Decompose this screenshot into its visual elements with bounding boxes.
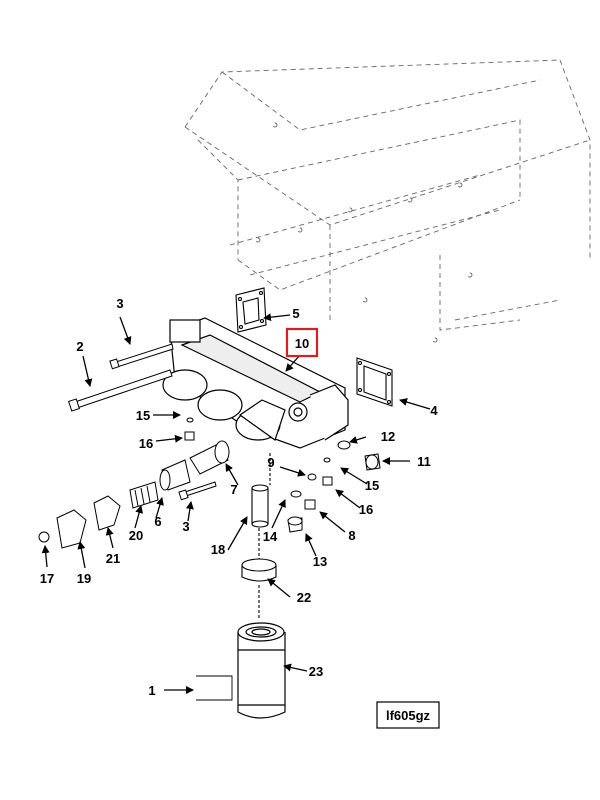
- callout-2: 2: [76, 339, 83, 354]
- callout-1: 1: [148, 683, 155, 698]
- fittings-left: [38, 417, 230, 549]
- callout-13: 13: [313, 554, 327, 569]
- callout-labels: 3 2 15 16 5 4 12 11 9 15 16 8 13 14 7 6 …: [40, 296, 439, 698]
- seal-ring-19: [241, 528, 277, 618]
- callout-11: 11: [417, 454, 431, 469]
- label-tag-1: [196, 675, 233, 701]
- callout-6: 6: [154, 514, 161, 529]
- callout-23: 23: [309, 664, 323, 679]
- callout-10: 10: [295, 336, 309, 351]
- bolts-2-3: [68, 343, 217, 501]
- gasket-4: [356, 357, 393, 407]
- fittings-right: [287, 440, 381, 533]
- callout-5: 5: [292, 306, 299, 321]
- callout-19: 22: [297, 590, 311, 605]
- callout-14: 14: [263, 529, 278, 544]
- callout-15-right: 15: [365, 478, 379, 493]
- callout-12: 12: [381, 429, 395, 444]
- filter-canister-23: [237, 622, 286, 719]
- gasket-5: [235, 287, 267, 333]
- callout-16-right: 16: [359, 502, 373, 517]
- callout-18: 18: [211, 542, 225, 557]
- engine-block-outline: [184, 59, 591, 343]
- callout-16-left: 16: [139, 436, 153, 451]
- callout-3-bottom: 3: [182, 519, 189, 534]
- highlight-box: [285, 327, 319, 358]
- callout-8: 8: [348, 528, 355, 543]
- callout-21: 20: [129, 528, 143, 543]
- filter-head-manifold: [162, 317, 349, 449]
- reference-code-box: lf605gz: [376, 701, 440, 729]
- callout-20: 19: [77, 571, 91, 586]
- leader-arrows: [41, 313, 431, 694]
- callout-3-top: 3: [116, 296, 123, 311]
- callout-4: 4: [430, 403, 438, 418]
- callout-7: 7: [230, 482, 237, 497]
- callout-17: 17: [40, 571, 54, 586]
- highlighted-callout-10[interactable]: 10: [285, 327, 319, 358]
- callout-22: 21: [106, 551, 120, 566]
- center-tube-18: [251, 453, 271, 528]
- callout-15-left: 15: [136, 408, 150, 423]
- callout-9: 9: [267, 455, 274, 470]
- reference-code: lf605gz: [386, 708, 431, 723]
